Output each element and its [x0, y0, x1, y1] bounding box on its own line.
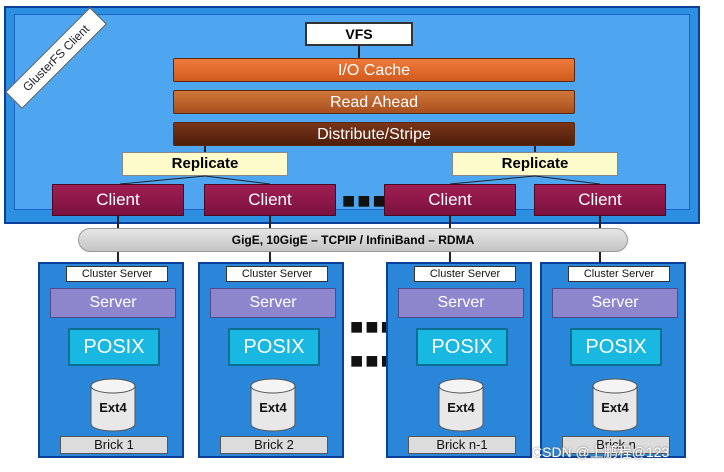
distribute-stripe-layer: Distribute/Stripe: [173, 122, 575, 146]
ext4-label: Ext4: [99, 400, 127, 415]
client-node-2: Client: [204, 184, 336, 216]
client-ellipsis: ■■■: [342, 188, 388, 213]
brick-label: Brick n: [562, 436, 670, 454]
server-box: Server: [210, 288, 336, 318]
posix-box: POSIX: [416, 328, 508, 366]
network-interconnect-bar: GigE, 10GigE – TCPIP / InfiniBand – RDMA: [78, 228, 628, 252]
connector: [534, 146, 536, 152]
cluster-server-label: Cluster Server: [226, 266, 328, 282]
brick-label: Brick n-1: [408, 436, 516, 454]
server-box: Server: [552, 288, 678, 318]
csdn-watermark: CSDN @上鹏程@123: [532, 444, 670, 460]
server-box: Server: [398, 288, 524, 318]
replicate-node-2: Replicate: [452, 152, 618, 176]
cluster-server-label: Cluster Server: [568, 266, 670, 282]
disk-icon: Ext4: [433, 378, 489, 432]
brick-panel-1: Cluster Server Server POSIX Ext4 Brick 1: [38, 262, 184, 458]
brick-panel-2: Cluster Server Server POSIX Ext4 Brick 2: [198, 262, 344, 458]
brick-panel-4: Cluster Server Server POSIX Ext4 Brick n: [540, 262, 686, 458]
disk-icon: Ext4: [85, 378, 141, 432]
connector: [269, 216, 271, 228]
posix-box: POSIX: [228, 328, 320, 366]
cluster-server-label: Cluster Server: [66, 266, 168, 282]
brick-label: Brick 2: [220, 436, 328, 454]
replicate-node-1: Replicate: [122, 152, 288, 176]
disk-icon: Ext4: [245, 378, 301, 432]
posix-box: POSIX: [68, 328, 160, 366]
connector: [599, 216, 601, 228]
client-node-4: Client: [534, 184, 666, 216]
ext4-label: Ext4: [601, 400, 629, 415]
server-box: Server: [50, 288, 176, 318]
client-node-3: Client: [384, 184, 516, 216]
connector: [449, 252, 451, 264]
brick-panel-3: Cluster Server Server POSIX Ext4 Brick n…: [386, 262, 532, 458]
connector: [269, 252, 271, 264]
connector: [599, 252, 601, 264]
vfs-box: VFS: [305, 22, 413, 46]
connector: [449, 216, 451, 228]
vfs-connector: [358, 46, 360, 58]
brick-label: Brick 1: [60, 436, 168, 454]
ext4-label: Ext4: [447, 400, 475, 415]
io-cache-layer: I/O Cache: [173, 58, 575, 82]
posix-box: POSIX: [570, 328, 662, 366]
connector: [117, 216, 119, 228]
client-node-1: Client: [52, 184, 184, 216]
read-ahead-layer: Read Ahead: [173, 90, 575, 114]
connector: [117, 252, 119, 264]
cluster-server-label: Cluster Server: [414, 266, 516, 282]
ext4-label: Ext4: [259, 400, 287, 415]
disk-icon: Ext4: [587, 378, 643, 432]
connector: [204, 146, 206, 152]
